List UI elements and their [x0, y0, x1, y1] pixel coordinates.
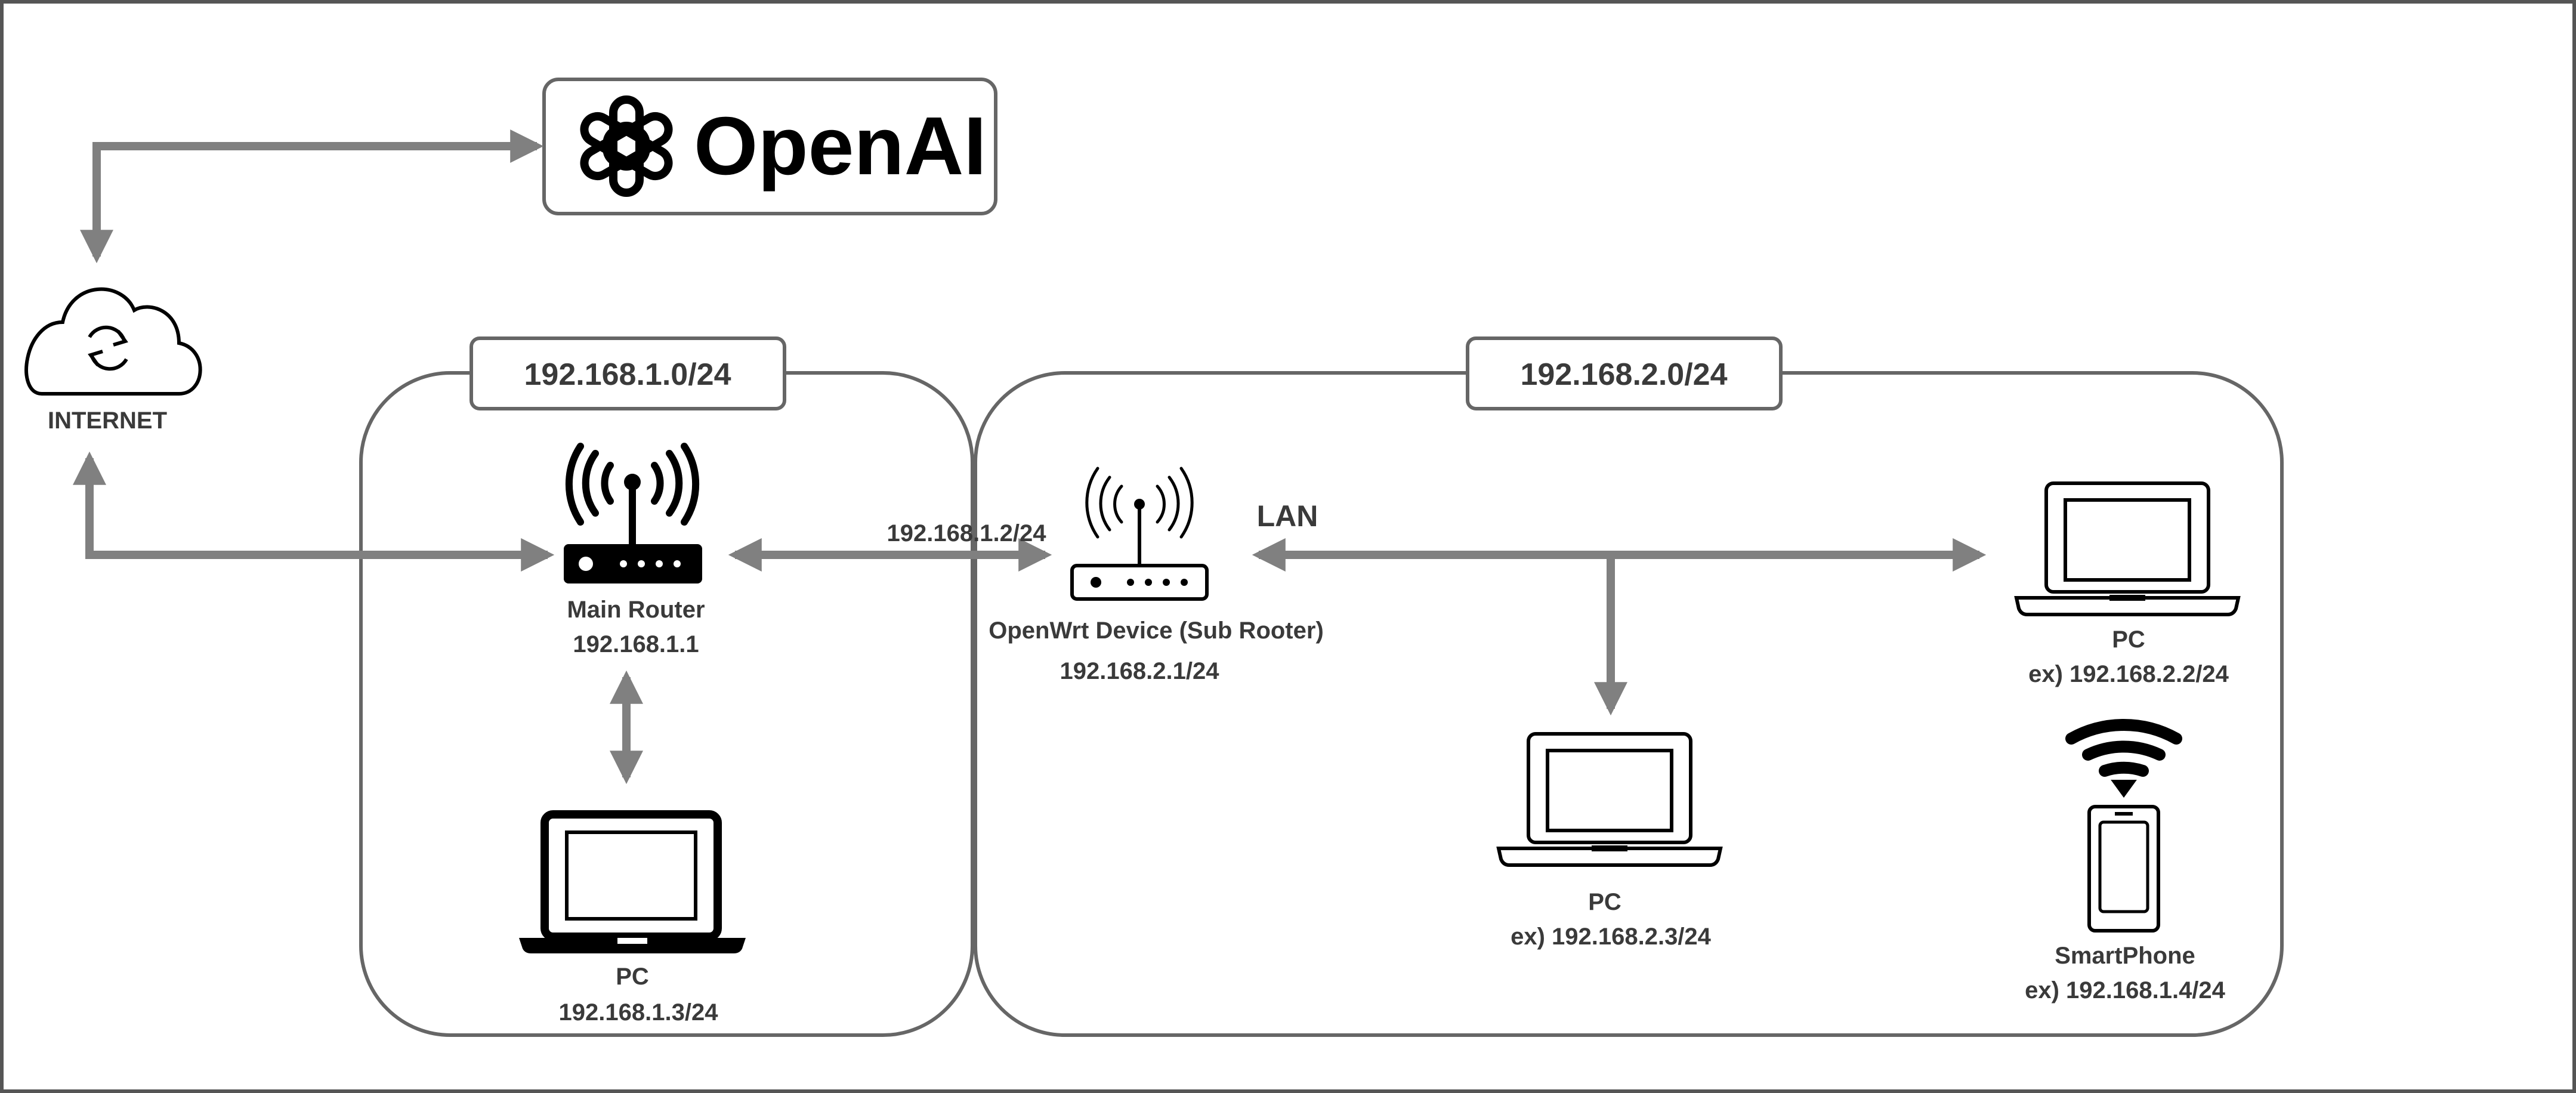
sub-router-icon: [1070, 467, 1209, 601]
smartphone-icon: [2087, 805, 2160, 933]
pc-mid-laptop-icon: [1496, 732, 1723, 867]
left-pc-laptop-icon: [519, 810, 746, 953]
main-router-ip: 192.168.1.1: [573, 631, 699, 657]
main-router-icon: [564, 443, 702, 583]
pc-right-top-laptop-icon: [2014, 481, 2241, 616]
internet-cloud-icon: [24, 287, 202, 396]
arrow-internet-main-router: [73, 451, 555, 572]
subnet-label-right: 192.168.2.0/24: [1466, 336, 1783, 410]
smartphone-name: SmartPhone: [2055, 943, 2195, 969]
lan-label: LAN: [1257, 499, 1318, 533]
main-router-name: Main Router: [567, 597, 705, 623]
pc-mid-name: PC: [1588, 889, 1621, 915]
subnet-label-left: 192.168.1.0/24: [470, 336, 786, 410]
sub-router-ip: 192.168.2.1/24: [1060, 658, 1220, 684]
wifi-icon: [2065, 719, 2182, 798]
pc-right-top-name: PC: [2112, 626, 2145, 653]
sub-router-name: OpenWrt Device (Sub Rooter): [989, 617, 1324, 644]
sync-icon: [88, 325, 128, 371]
subnet-label-right-text: 192.168.2.0/24: [1521, 357, 1728, 392]
internet-label: INTERNET: [48, 407, 167, 434]
arrow-internet-openai: [80, 129, 544, 264]
openai-knot-icon: [580, 95, 673, 197]
left-pc-ip: 192.168.1.3/24: [559, 999, 719, 1026]
openai-logo-text: OpenAI: [694, 100, 987, 192]
pc-right-top-ip: ex) 192.168.2.2/24: [2028, 661, 2229, 687]
smartphone-ip: ex) 192.168.1.4/24: [2025, 977, 2226, 1004]
link-ip-label: 192.168.1.2/24: [887, 520, 1047, 546]
left-pc-name: PC: [616, 964, 649, 990]
pc-mid-ip: ex) 192.168.2.3/24: [1511, 924, 1712, 950]
subnet-label-left-text: 192.168.1.0/24: [524, 357, 731, 392]
openai-logo: OpenAI: [542, 78, 997, 215]
